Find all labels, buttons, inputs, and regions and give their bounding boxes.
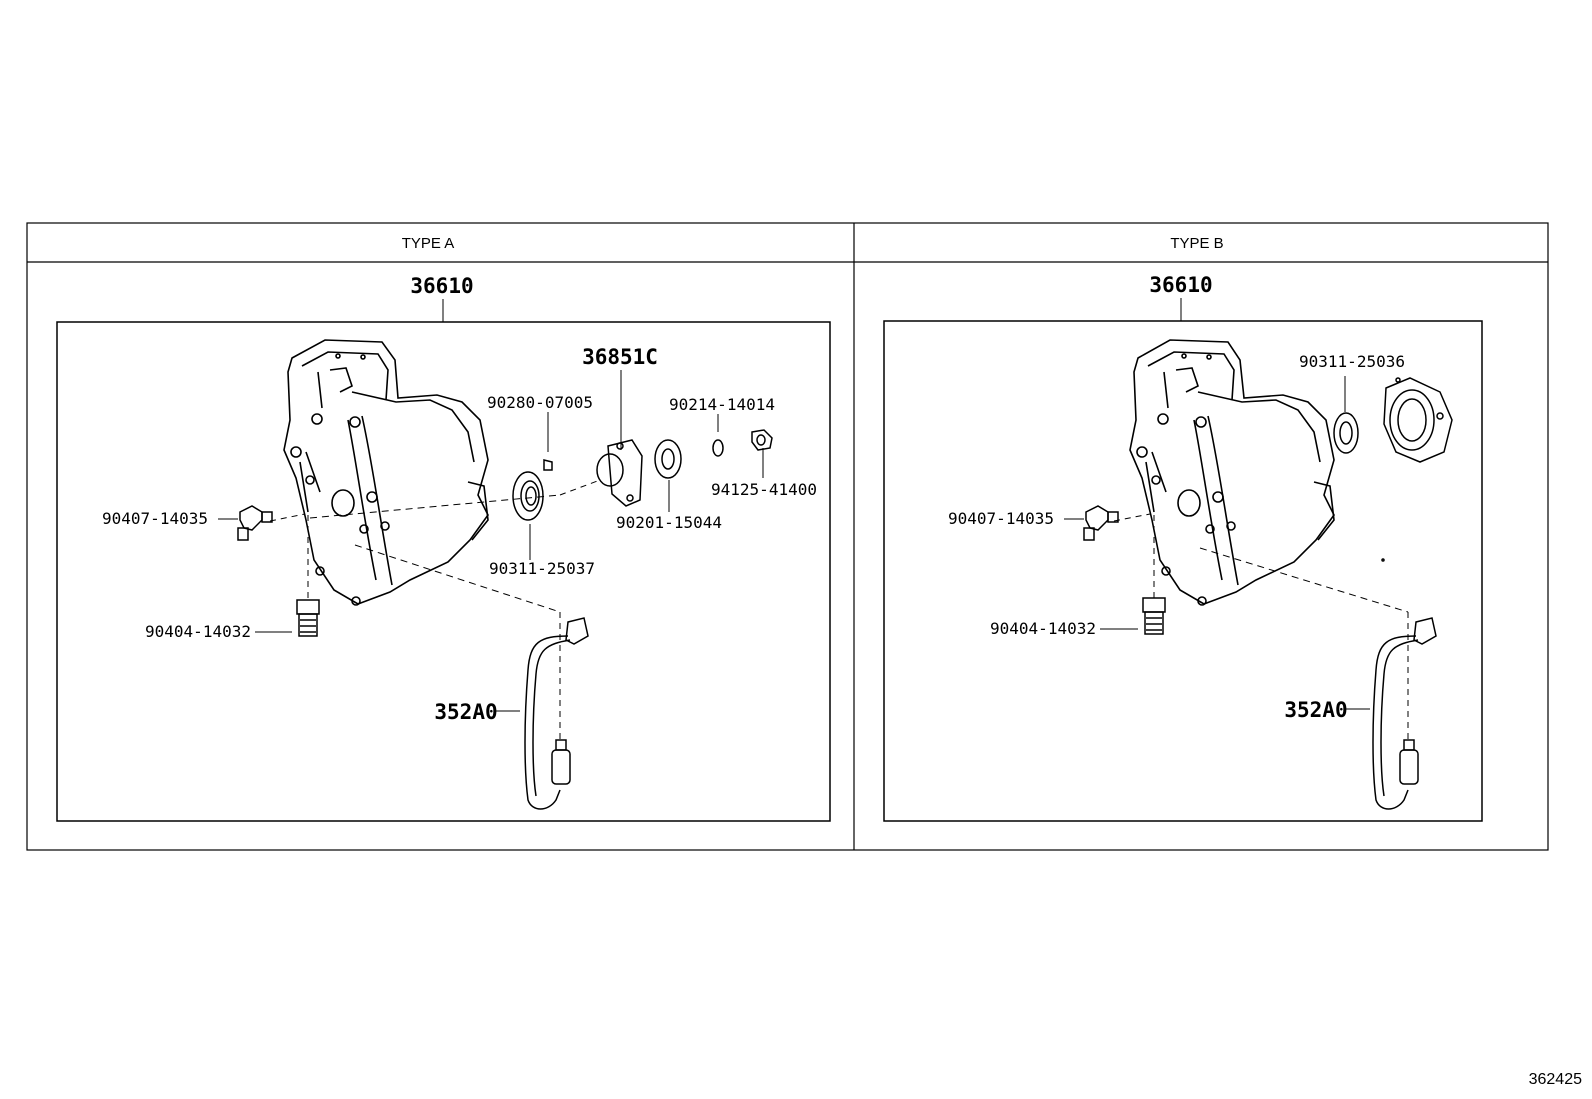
assembly-label-a: 36610 (410, 274, 473, 298)
part-label-90311-25036: 90311-25036 (1299, 352, 1405, 371)
part-label-90407-14035-b: 90407-14035 (948, 509, 1054, 528)
leader-lines-a (218, 370, 764, 740)
transfer-housing-a (283, 339, 489, 606)
part-label-94125-41400: 94125-41400 (711, 480, 817, 499)
small-parts-b (1083, 377, 1453, 810)
panel-b-header: TYPE B (1170, 235, 1223, 252)
part-label-90311-25037: 90311-25037 (489, 559, 595, 578)
leader-lines-b (1064, 376, 1409, 740)
panel-b: 36610 (948, 273, 1453, 810)
part-label-90407-14035-a: 90407-14035 (102, 509, 208, 528)
part-label-352a0-b: 352A0 (1284, 698, 1347, 722)
part-label-90404-14032-b: 90404-14032 (990, 619, 1096, 638)
assembly-label-b: 36610 (1149, 273, 1212, 297)
panel-a: 36610 (102, 274, 817, 810)
part-label-352a0-a: 352A0 (434, 700, 497, 724)
part-label-36851c: 36851C (582, 345, 658, 369)
panel-a-header: TYPE A (402, 235, 455, 252)
diagram-id: 362425 (1528, 1071, 1582, 1088)
part-label-90214-14014: 90214-14014 (669, 395, 775, 414)
transfer-housing-b (1129, 339, 1335, 606)
part-label-90404-14032-a: 90404-14032 (145, 622, 251, 641)
part-label-90280-07005: 90280-07005 (487, 393, 593, 412)
part-label-90201-15044: 90201-15044 (616, 513, 722, 532)
small-parts-a (237, 429, 773, 810)
